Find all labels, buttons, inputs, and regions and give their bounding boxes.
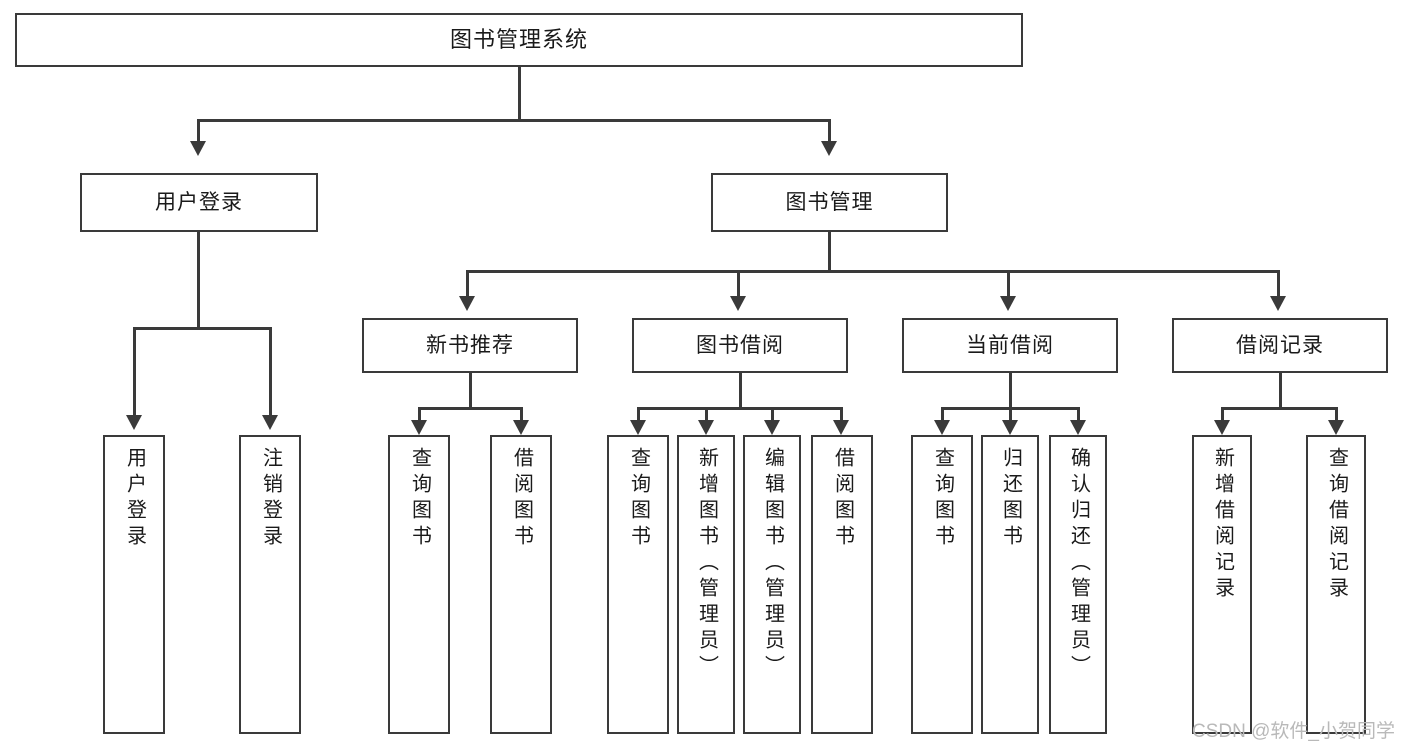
node-label: 查询借阅记录 <box>1325 447 1348 603</box>
node-borrow-record[interactable]: 借阅记录 <box>1172 318 1388 373</box>
node-label: 新增借阅记录 <box>1211 447 1234 603</box>
node-label: 用户登录 <box>123 447 146 551</box>
connector-bb-bus <box>637 407 843 410</box>
connector-user-login-drop-2 <box>269 327 272 415</box>
connector-book-management-bus <box>466 270 1279 273</box>
leaf-cb-confirm-return-admin[interactable]: 确认归还（管理员） <box>1049 435 1107 734</box>
connector-bm-drop-3 <box>1007 270 1010 296</box>
connector-bm-drop-2 <box>737 270 740 296</box>
arrowhead-to-book-borrow <box>730 296 746 311</box>
node-label: 当前借阅 <box>966 333 1054 357</box>
leaf-bb-borrow-book[interactable]: 借阅图书 <box>811 435 873 734</box>
arrowhead-to-current-borrow <box>1000 296 1016 311</box>
arrowhead-to-book-management <box>821 141 837 156</box>
connector-br-bus <box>1221 407 1338 410</box>
connector-cb-drop-3 <box>1077 407 1080 421</box>
arrowhead-to-leaf-logout <box>262 415 278 430</box>
leaf-bb-edit-book-admin[interactable]: 编辑图书（管理员） <box>743 435 801 734</box>
leaf-nbr-borrow-book[interactable]: 借阅图书 <box>490 435 552 734</box>
arrowhead-br-leaf-2 <box>1328 420 1344 435</box>
leaf-user-login[interactable]: 用户登录 <box>103 435 165 734</box>
node-label: 图书管理系统 <box>449 26 588 52</box>
connector-user-login-stem <box>197 232 200 327</box>
connector-root-drop-left <box>197 119 200 141</box>
arrowhead-bb-leaf-2 <box>698 420 714 435</box>
connector-br-stem <box>1279 373 1282 407</box>
node-label: 注销登录 <box>259 447 282 551</box>
node-current-borrow[interactable]: 当前借阅 <box>902 318 1118 373</box>
node-label: 借阅图书 <box>831 447 854 551</box>
connector-book-management-stem <box>828 232 831 270</box>
connector-cb-stem <box>1009 373 1012 407</box>
arrowhead-to-new-book-recommend <box>459 296 475 311</box>
leaf-br-query-record[interactable]: 查询借阅记录 <box>1306 435 1366 734</box>
leaf-cb-return-book[interactable]: 归还图书 <box>981 435 1039 734</box>
connector-bb-drop-4 <box>840 407 843 421</box>
connector-bb-drop-2 <box>705 407 708 421</box>
arrowhead-cb-leaf-1 <box>934 420 950 435</box>
connector-user-login-drop-1 <box>133 327 136 415</box>
connector-root-bus <box>197 119 830 122</box>
arrowhead-nbr-leaf-1 <box>411 420 427 435</box>
connector-bm-drop-1 <box>466 270 469 296</box>
connector-nbr-drop-1 <box>418 407 421 421</box>
connector-nbr-stem <box>469 373 472 407</box>
arrowhead-to-leaf-user-login <box>126 415 142 430</box>
node-label: 图书管理 <box>785 190 874 214</box>
node-label: 借阅记录 <box>1236 333 1324 357</box>
leaf-bb-query-book[interactable]: 查询图书 <box>607 435 669 734</box>
csdn-watermark: CSDN @软件_小贺同学 <box>1192 721 1395 742</box>
node-label: 查询图书 <box>627 447 650 551</box>
node-label: 确认归还（管理员） <box>1067 447 1090 681</box>
connector-root-drop-right <box>828 119 831 141</box>
connector-bb-drop-1 <box>637 407 640 421</box>
node-label: 用户登录 <box>155 190 243 214</box>
connector-br-drop-1 <box>1221 407 1224 421</box>
arrowhead-br-leaf-1 <box>1214 420 1230 435</box>
node-label: 借阅图书 <box>510 447 533 551</box>
node-label: 新增图书（管理员） <box>695 447 718 681</box>
node-book-management[interactable]: 图书管理 <box>711 173 948 232</box>
connector-nbr-drop-2 <box>520 407 523 421</box>
leaf-br-add-record[interactable]: 新增借阅记录 <box>1192 435 1252 734</box>
arrowhead-to-user-login <box>190 141 206 156</box>
connector-nbr-bus <box>418 407 523 410</box>
node-root-book-management-system[interactable]: 图书管理系统 <box>15 13 1023 67</box>
leaf-cb-query-book[interactable]: 查询图书 <box>911 435 973 734</box>
node-book-borrow[interactable]: 图书借阅 <box>632 318 848 373</box>
leaf-logout[interactable]: 注销登录 <box>239 435 301 734</box>
connector-user-login-bus <box>133 327 272 330</box>
node-label: 编辑图书（管理员） <box>761 447 784 681</box>
node-user-login[interactable]: 用户登录 <box>80 173 318 232</box>
arrowhead-cb-leaf-2 <box>1002 420 1018 435</box>
node-label: 图书借阅 <box>696 333 784 357</box>
node-label: 查询图书 <box>931 447 954 551</box>
node-new-book-recommend[interactable]: 新书推荐 <box>362 318 578 373</box>
node-label: 归还图书 <box>999 447 1022 551</box>
connector-bb-drop-3 <box>771 407 774 421</box>
connector-cb-drop-1 <box>941 407 944 421</box>
arrowhead-bb-leaf-1 <box>630 420 646 435</box>
connector-bb-stem <box>739 373 742 407</box>
arrowhead-bb-leaf-4 <box>833 420 849 435</box>
node-label: 查询图书 <box>408 447 431 551</box>
connector-br-drop-2 <box>1335 407 1338 421</box>
arrowhead-cb-leaf-3 <box>1070 420 1086 435</box>
leaf-bb-add-book-admin[interactable]: 新增图书（管理员） <box>677 435 735 734</box>
connector-root-stem <box>518 67 521 119</box>
connector-bm-drop-4 <box>1277 270 1280 296</box>
arrowhead-bb-leaf-3 <box>764 420 780 435</box>
arrowhead-nbr-leaf-2 <box>513 420 529 435</box>
connector-cb-drop-2 <box>1009 407 1012 421</box>
arrowhead-to-borrow-record <box>1270 296 1286 311</box>
node-label: 新书推荐 <box>426 333 514 357</box>
leaf-nbr-query-book[interactable]: 查询图书 <box>388 435 450 734</box>
